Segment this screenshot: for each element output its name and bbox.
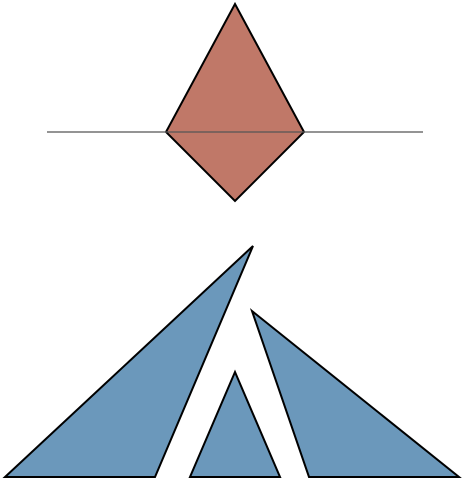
blue-triangle-right: [249, 308, 462, 478]
red-kite-shape: [164, 1, 306, 203]
blue-triangle-middle: [188, 369, 282, 478]
blue-triangle-left: [2, 245, 254, 478]
